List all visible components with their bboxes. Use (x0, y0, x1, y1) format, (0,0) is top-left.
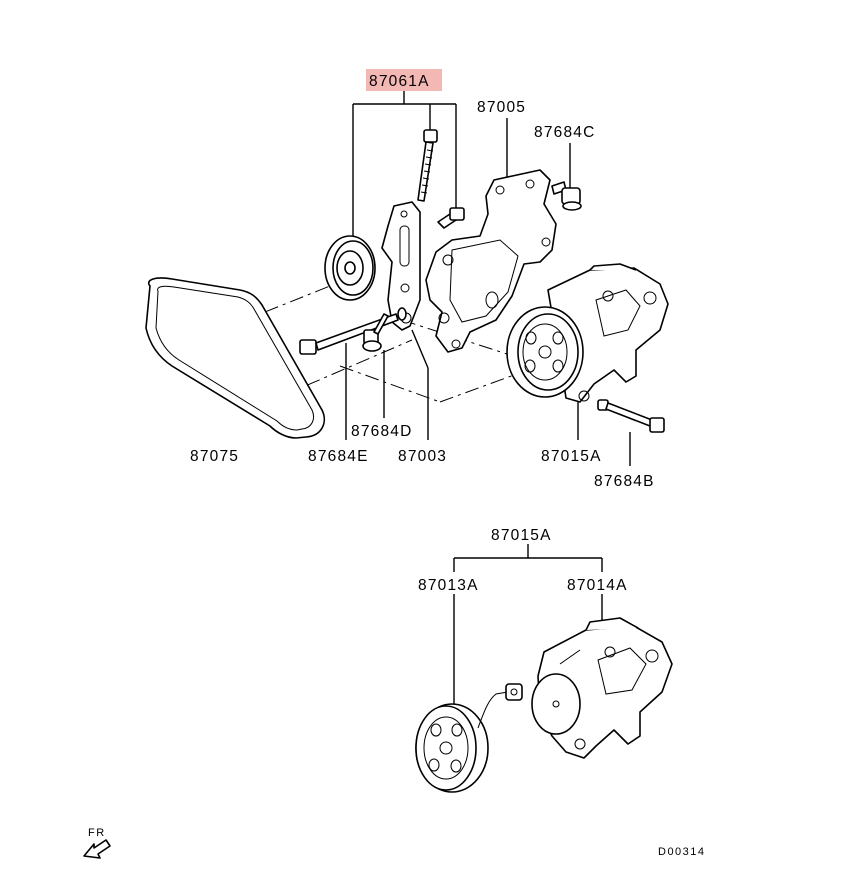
assembly-87061A-highlight (366, 69, 442, 91)
bolt-87684C (551, 181, 582, 211)
leader-lines-top (345, 91, 631, 466)
label-87003[interactable]: 87003 (398, 448, 447, 465)
label-87684D[interactable]: 87684D (351, 423, 413, 440)
label-87075[interactable]: 87075 (190, 448, 239, 465)
label-87015A-group[interactable]: 87015A (491, 527, 552, 544)
compressor-assembly-top (506, 263, 669, 403)
fr-label: FR (88, 827, 106, 839)
bolt-87684B (597, 399, 665, 433)
clutch-pulley (415, 683, 523, 793)
label-87014A[interactable]: 87014A (567, 577, 628, 594)
diagram-code: D00314 (658, 846, 706, 858)
label-87684E[interactable]: 87684E (308, 448, 369, 465)
tensioner-bracket (381, 201, 421, 331)
label-87005[interactable]: 87005 (477, 99, 526, 116)
compressor-body (531, 617, 673, 759)
adjusting-bolt (417, 129, 438, 202)
label-87013A[interactable]: 87013A (418, 577, 479, 594)
label-87061A[interactable]: 87061A (369, 73, 430, 90)
label-87684B[interactable]: 87684B (594, 473, 655, 490)
compressor-bracket (425, 169, 557, 353)
label-87684C[interactable]: 87684C (534, 124, 596, 141)
bolt-87684D (362, 313, 389, 352)
label-87015A-top[interactable]: 87015A (541, 448, 602, 465)
bracket-bolt-small (437, 207, 465, 229)
drive-belt (145, 277, 326, 439)
long-bolt (299, 307, 407, 355)
front-direction-arrow-icon (83, 839, 111, 859)
idler-pulley (324, 235, 376, 301)
leader-lines-bottom (453, 544, 603, 706)
